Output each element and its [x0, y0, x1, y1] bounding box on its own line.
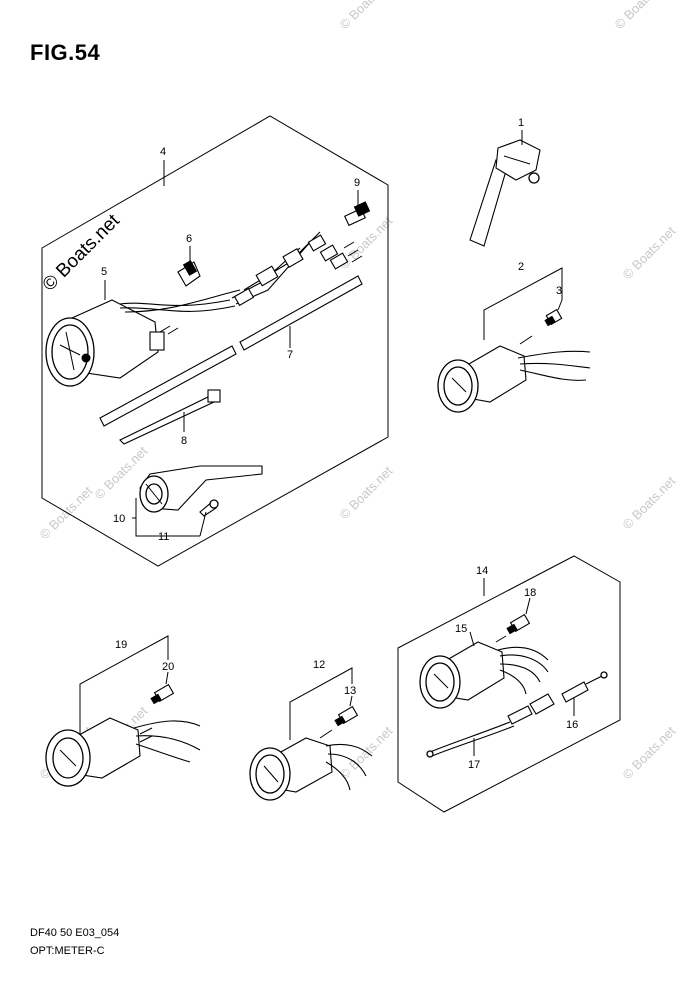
bulb-part-6 [177, 260, 201, 287]
leader-3 [557, 299, 563, 311]
callout-8: 8 [181, 435, 187, 447]
group-box-14 [397, 555, 621, 813]
gauge-harness [119, 289, 241, 313]
harness-part-16 [561, 671, 608, 703]
bulb-part-13 [334, 705, 359, 727]
watermark-text: © Boats.net [612, 0, 671, 32]
gauge-part-19 [45, 717, 201, 787]
harness-part-17 [426, 693, 555, 758]
bulb-part-3 [544, 308, 563, 327]
callout-3: 3 [556, 285, 562, 297]
callout-12: 12 [313, 659, 325, 671]
group-box-4 [41, 115, 389, 567]
watermark-text: © Boats.net [620, 723, 679, 782]
callout-9: 9 [354, 177, 360, 189]
callout-14: 14 [476, 565, 488, 577]
sender-part-1 [469, 139, 541, 247]
leader-10-11 [132, 498, 207, 537]
callout-10: 10 [113, 513, 125, 525]
callout-16: 16 [566, 719, 578, 731]
watermark-text: © Boats.net [620, 223, 679, 282]
connector-block [233, 234, 363, 307]
gauge-part-5 [45, 299, 179, 387]
callout-20: 20 [162, 661, 174, 673]
figure-code: DF40 50 E03_054 [30, 927, 120, 939]
socket-part-9 [343, 201, 371, 227]
callout-17: 17 [468, 759, 480, 771]
callout-11: 11 [158, 531, 169, 543]
tube-part-7 [99, 275, 363, 427]
watermark-text-dark: © Boats.net [39, 210, 125, 296]
gauge-part-12 [249, 729, 373, 801]
callout-6: 6 [186, 233, 192, 245]
bulb-part-18 [506, 613, 531, 635]
gauge-part-15 [419, 635, 549, 709]
gauge-part-2 [437, 335, 591, 413]
watermark-text: © Boats.net [337, 723, 396, 782]
leader-18 [525, 597, 531, 615]
leader-15 [469, 631, 475, 647]
bulb-part-20 [150, 683, 175, 705]
callout-7: 7 [287, 349, 293, 361]
screw-part-11 [199, 499, 219, 517]
cable-tie-part-8 [119, 389, 221, 445]
leader-13 [349, 695, 353, 707]
leader-12 [289, 667, 353, 740]
callout-13: 13 [344, 685, 356, 697]
callout-15: 15 [455, 623, 467, 635]
watermarks: © Boats.net © Boats.net © Boats.net © Bo… [37, 0, 679, 782]
callout-4: 4 [160, 146, 166, 158]
bracket-part-10 [139, 465, 263, 513]
callout-19: 19 [115, 639, 127, 651]
callout-18: 18 [524, 587, 536, 599]
leader-2 [483, 267, 563, 340]
watermark-text: © Boats.net [337, 463, 396, 522]
figure-title: FIG.54 [30, 40, 101, 65]
callout-1: 1 [518, 117, 524, 129]
figure-name: OPT:METER-C [30, 945, 105, 957]
watermark-text: © Boats.net [337, 0, 396, 32]
callout-5: 5 [101, 266, 107, 278]
leader-20 [165, 671, 169, 685]
watermark-text: © Boats.net [620, 473, 679, 532]
callout-2: 2 [518, 261, 524, 273]
leader-19 [79, 635, 169, 736]
